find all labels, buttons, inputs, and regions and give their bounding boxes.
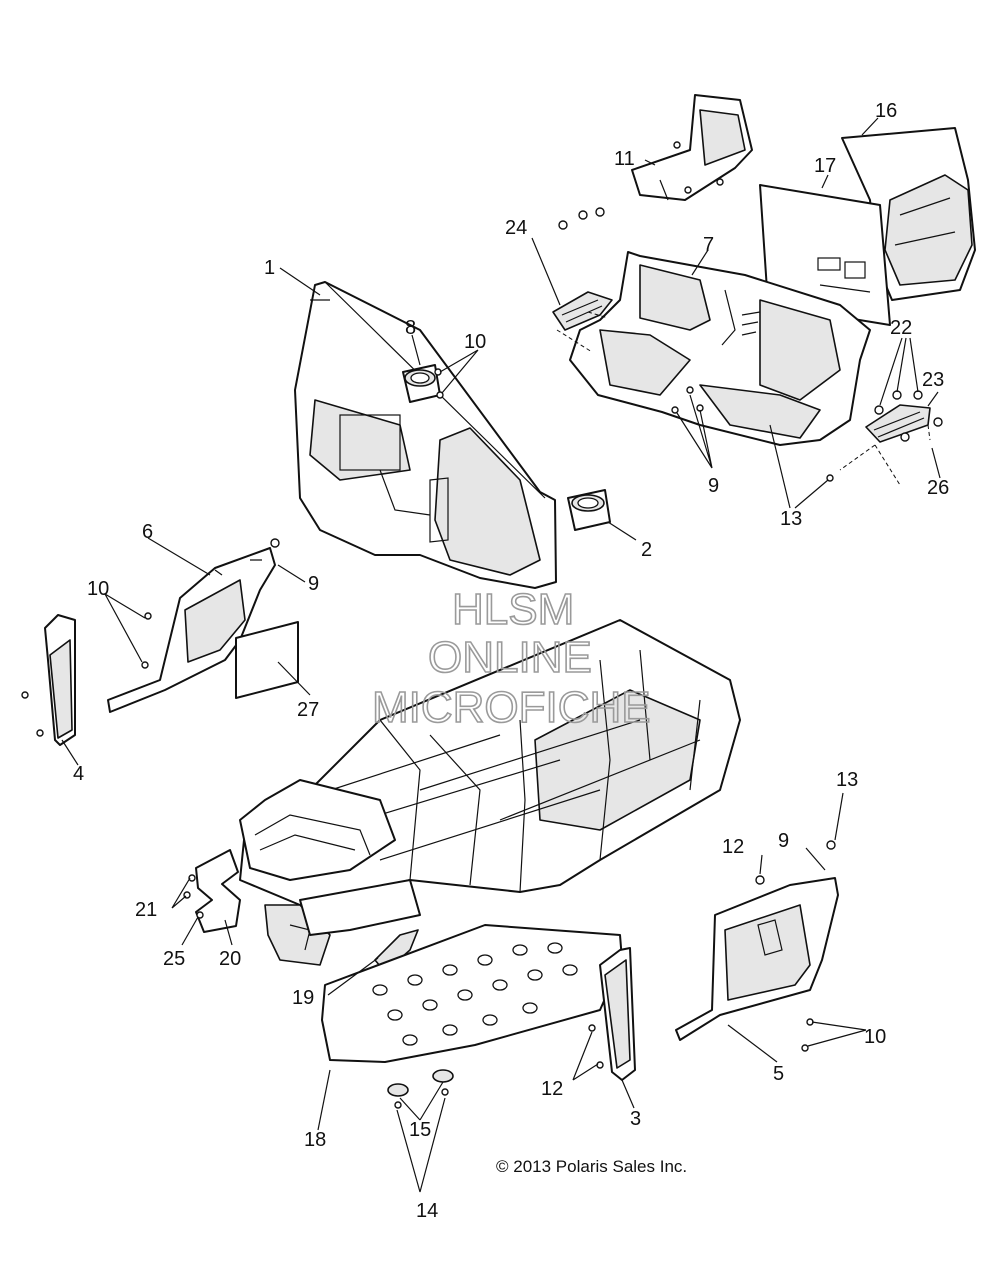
callout-9-c: 9 — [778, 830, 789, 852]
callout-3: 3 — [630, 1108, 641, 1130]
part-18-skid-plate — [321, 924, 623, 1063]
part-5-right-panel — [675, 877, 839, 1041]
callout-19: 19 — [292, 987, 314, 1009]
callout-13-b: 13 — [836, 769, 858, 791]
part-16-rear-panel — [841, 127, 976, 301]
callout-15: 15 — [409, 1119, 431, 1141]
callout-1: 1 — [264, 257, 275, 279]
callout-2: 2 — [641, 539, 652, 561]
part-4-left-trim — [44, 614, 76, 746]
callout-10-c: 10 — [864, 1026, 886, 1048]
callout-11: 11 — [614, 148, 635, 170]
callouts: 1 2 3 4 5 6 7 8 9 9 9 9 10 10 10 11 12 1… — [73, 100, 949, 1222]
callout-17: 17 — [814, 155, 836, 177]
callout-18: 18 — [304, 1129, 326, 1151]
callout-6: 6 — [142, 521, 153, 543]
callout-26: 26 — [927, 477, 949, 499]
callout-21: 21 — [135, 899, 157, 921]
callout-7: 7 — [703, 234, 714, 256]
part-1-front-bulkhead — [294, 281, 557, 589]
callout-8: 8 — [405, 317, 416, 339]
callout-10-b: 10 — [87, 578, 109, 600]
callout-9-b: 9 — [308, 573, 319, 595]
part-11-rear-bracket — [631, 94, 753, 201]
callout-20: 20 — [219, 948, 241, 970]
part-2-cup-holder — [567, 489, 611, 531]
callout-13-a: 13 — [780, 508, 802, 530]
watermark-line-3: MICROFICHE — [372, 683, 651, 732]
callout-16: 16 — [875, 100, 897, 122]
watermark-line-2: ONLINE — [428, 633, 592, 682]
part-3-trim — [599, 947, 636, 1081]
leader-lines — [61, 117, 941, 1193]
callout-24: 24 — [505, 217, 527, 239]
callout-25: 25 — [163, 948, 185, 970]
callout-5: 5 — [773, 1063, 784, 1085]
part-6-left-panel — [107, 547, 276, 713]
chassis-frame — [239, 619, 741, 966]
skid-plate-holes — [372, 942, 578, 1046]
callout-10-a: 10 — [464, 331, 486, 353]
callout-23: 23 — [922, 369, 944, 391]
copyright-text: © 2013 Polaris Sales Inc. — [496, 1157, 687, 1176]
watermark-line-1: HLSM — [452, 585, 574, 634]
callout-22: 22 — [890, 317, 912, 339]
part-24-footrest — [552, 291, 613, 353]
callout-12-a: 12 — [722, 836, 744, 858]
part-27-panel — [235, 621, 299, 699]
callout-4: 4 — [73, 763, 84, 785]
callout-12-b: 12 — [541, 1078, 563, 1100]
part-23-footrest — [839, 404, 931, 486]
part-8-cup-holder — [402, 364, 441, 403]
part-7-rear-bulkhead — [569, 251, 871, 446]
fasteners — [21, 207, 943, 1109]
callout-14: 14 — [416, 1200, 438, 1222]
callout-27: 27 — [297, 699, 319, 721]
watermark: HLSM ONLINE MICROFICHE — [371, 584, 651, 733]
part-20-plate — [195, 849, 241, 933]
callout-9-a: 9 — [708, 475, 719, 497]
